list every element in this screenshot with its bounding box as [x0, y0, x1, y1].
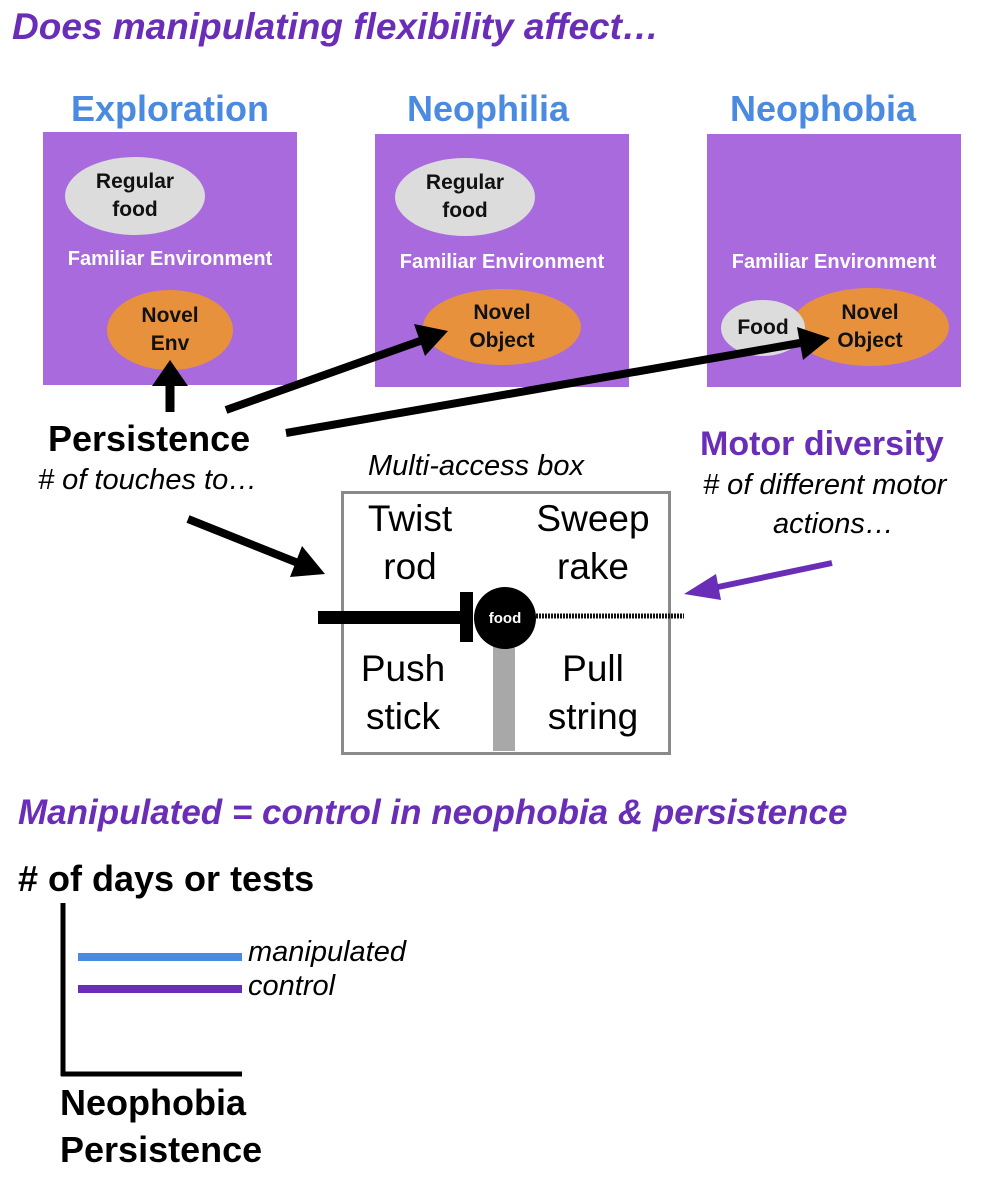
persistence-label: Persistence	[48, 418, 251, 459]
motor-diversity-label: Motor diversity	[700, 425, 944, 463]
arrowhead-motor-diversity	[684, 574, 721, 600]
neophobia-environment-box: Familiar Environment Novel Object Food	[707, 134, 961, 387]
regular-food-label: Regular food	[95, 170, 175, 221]
arrow-to-novel-object-neophilia	[224, 337, 422, 414]
quadrant-pull-string: Pull string	[547, 648, 639, 737]
chart-x-label-line2: Persistence	[60, 1129, 263, 1170]
arrow-motor-diversity	[717, 560, 833, 590]
arrowhead-novel-object-neophobia	[797, 327, 830, 360]
familiar-environment-label: Familiar Environment	[399, 251, 605, 273]
result-heading: Manipulated = control in neophobia & per…	[18, 793, 848, 832]
quadrant-push-stick: Push stick	[360, 648, 446, 737]
arrow-to-multi-access-box	[186, 515, 300, 567]
title-exploration: Exploration	[70, 88, 270, 129]
novel-object-ellipse: Novel Object	[791, 288, 949, 366]
familiar-environment-label: Familiar Environment	[67, 248, 273, 270]
arrowhead-novel-object-neophilia	[414, 324, 448, 356]
motor-diversity-subtitle-line1: # of different motor	[703, 469, 947, 501]
food-circle: food	[474, 587, 536, 649]
quadrant-twist-rod: Twist rod	[367, 498, 453, 587]
quadrant-sweep-rake: Sweep rake	[536, 498, 650, 587]
novel-object-ellipse: Novel Object	[423, 289, 581, 365]
novel-object-label: Novel Object	[469, 301, 535, 352]
legend-control: control	[248, 970, 336, 1002]
persistence-subtitle: # of touches to…	[38, 464, 258, 496]
title-neophilia: Neophilia	[406, 88, 570, 129]
novel-env-ellipse: Novel Env	[107, 290, 233, 370]
motor-diversity-subtitle-line2: actions…	[773, 508, 894, 540]
pull-string-bar	[493, 618, 515, 751]
exploration-environment-box: Regular food Familiar Environment Novel …	[43, 132, 297, 385]
food-circle-label: food	[488, 609, 522, 627]
regular-food-ellipse: Regular food	[65, 157, 205, 235]
arrowhead-multi-access-box	[290, 546, 325, 577]
arrowhead-novel-env	[152, 360, 188, 386]
page-title: Does manipulating flexibility affect…	[12, 6, 659, 47]
chart-x-label-line1: Neophobia	[60, 1082, 246, 1123]
regular-food-ellipse: Regular food	[395, 158, 535, 236]
regular-food-label: Regular food	[425, 171, 505, 222]
food-label: Food	[737, 316, 789, 339]
familiar-environment-label: Familiar Environment	[731, 251, 937, 273]
title-neophobia: Neophobia	[730, 88, 916, 129]
novel-env-label: Novel Env	[141, 304, 199, 355]
legend-manipulated: manipulated	[248, 936, 406, 968]
novel-object-label: Novel Object	[837, 301, 903, 352]
multi-access-box-title: Multi-access box	[368, 450, 584, 482]
arrow-to-novel-object-neophobia	[285, 339, 801, 437]
push-stick-cap	[460, 592, 473, 642]
push-stick-bar	[318, 611, 468, 624]
chart-y-label: # of days or tests	[18, 858, 315, 899]
